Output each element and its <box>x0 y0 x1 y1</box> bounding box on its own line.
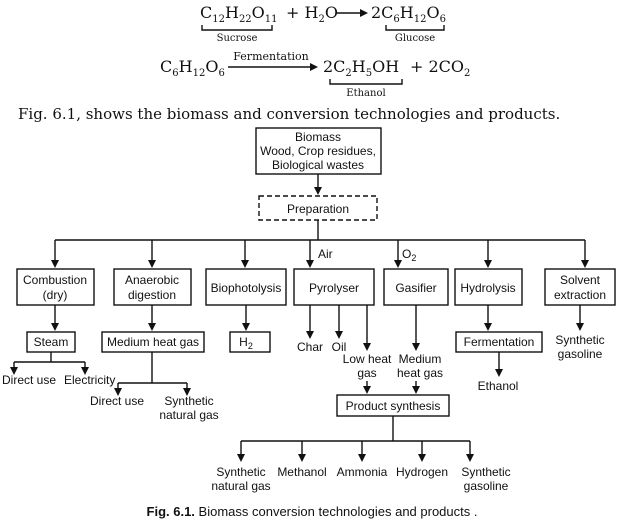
h2-box <box>229 331 271 353</box>
synthetic-natural-gas-2-line-1: Synthetic <box>216 465 265 479</box>
pyrolyser-label: Pyrolyser <box>309 281 359 295</box>
direct-use-2-label: Direct use <box>90 394 144 408</box>
biomass-line-1: Biomass <box>295 130 341 144</box>
synthetic-gasoline-2-line-1: Synthetic <box>461 465 510 479</box>
char-label: Char <box>297 340 323 354</box>
sucrose-bracket <box>201 25 273 31</box>
steam-label: Steam <box>34 335 69 349</box>
solvent-line-1: Solvent <box>560 273 601 287</box>
synthetic-gasoline-1-line-2: gasoline <box>558 347 603 361</box>
synthetic-natural-gas-1-line-1: Synthetic <box>164 394 213 408</box>
intro-text: Fig. 6.1, shows the biomass and conversi… <box>18 105 560 123</box>
anaerobic-line-1: Anaerobic <box>125 273 179 287</box>
equation-fermentation: C6H12O6 Fermentation 2C2H5OH + 2CO2 Etha… <box>160 50 470 99</box>
ethanol-bracket <box>329 79 403 85</box>
methanol-label: Methanol <box>277 465 326 479</box>
direct-use-1-label: Direct use <box>2 373 56 387</box>
synthetic-natural-gas-2-line-2: natural gas <box>211 479 270 493</box>
figure-caption: Fig. 6.1. Biomass conversion technologie… <box>147 504 478 519</box>
medium-heat-gas-line-2: heat gas <box>397 366 443 380</box>
glucose-reactant-formula: C6H12O6 <box>160 57 225 79</box>
electricity-label: Electricity <box>64 373 115 387</box>
preparation-label: Preparation <box>287 202 349 216</box>
synthetic-natural-gas-1-line-2: natural gas <box>159 408 218 422</box>
hydrolysis-label: Hydrolysis <box>460 281 515 295</box>
biomass-line-2: Wood, Crop residues, <box>260 144 376 158</box>
medium-heat-gas-box-label: Medium heat gas <box>107 335 199 349</box>
fermentation-arrow-label: Fermentation <box>233 50 308 63</box>
equation-sucrose-hydrolysis: C12H22O11 + H2O 2C6H12O6 Sucrose Glucose <box>200 3 446 44</box>
medium-heat-gas-line-1: Medium <box>399 352 442 366</box>
low-heat-gas-line-1: Low heat <box>343 352 392 366</box>
co2-formula: + 2CO2 <box>410 57 470 79</box>
solvent-box <box>544 268 616 306</box>
preparation-box <box>258 195 378 221</box>
medium-heat-gas-box <box>101 331 205 353</box>
biomass-box <box>255 127 382 175</box>
biophotolysis-label: Biophotolysis <box>211 281 282 295</box>
hydrogen-label: Hydrogen <box>396 465 448 479</box>
glucose-bracket <box>385 25 445 31</box>
sucrose-label: Sucrose <box>217 33 258 44</box>
product-synthesis-label: Product synthesis <box>346 399 441 413</box>
glucose-label: Glucose <box>395 33 435 44</box>
ethanol-label: Ethanol <box>346 88 385 99</box>
synthetic-gasoline-2-line-2: gasoline <box>464 479 509 493</box>
low-heat-gas-line-2: gas <box>357 366 376 380</box>
o2-label: O2 <box>402 247 416 263</box>
air-label: Air <box>318 247 333 261</box>
gasifier-label: Gasifier <box>395 281 436 295</box>
oil-label: Oil <box>332 340 347 354</box>
glucose-formula: 2C6H12O6 <box>371 3 446 25</box>
gasifier-box <box>383 268 449 306</box>
sucrose-formula: C12H22O11 <box>200 3 278 25</box>
biomass-line-3: Biological wastes <box>272 158 364 172</box>
anaerobic-box <box>113 268 192 306</box>
anaerobic-line-2: digestion <box>128 288 176 302</box>
h2-label: H2 <box>239 335 253 351</box>
combustion-line-1: Combustion <box>23 273 87 287</box>
ammonia-label: Ammonia <box>337 465 388 479</box>
water-formula: + H2O <box>286 3 338 25</box>
pyrolyser-box <box>293 268 375 306</box>
solvent-line-2: extraction <box>554 288 606 302</box>
ethanol-formula: 2C2H5OH <box>323 57 399 79</box>
fermentation-label: Fermentation <box>464 335 535 349</box>
ethanol-output-label: Ethanol <box>478 379 519 393</box>
combustion-line-2: (dry) <box>43 288 68 302</box>
synthetic-gasoline-1-line-1: Synthetic <box>555 333 604 347</box>
